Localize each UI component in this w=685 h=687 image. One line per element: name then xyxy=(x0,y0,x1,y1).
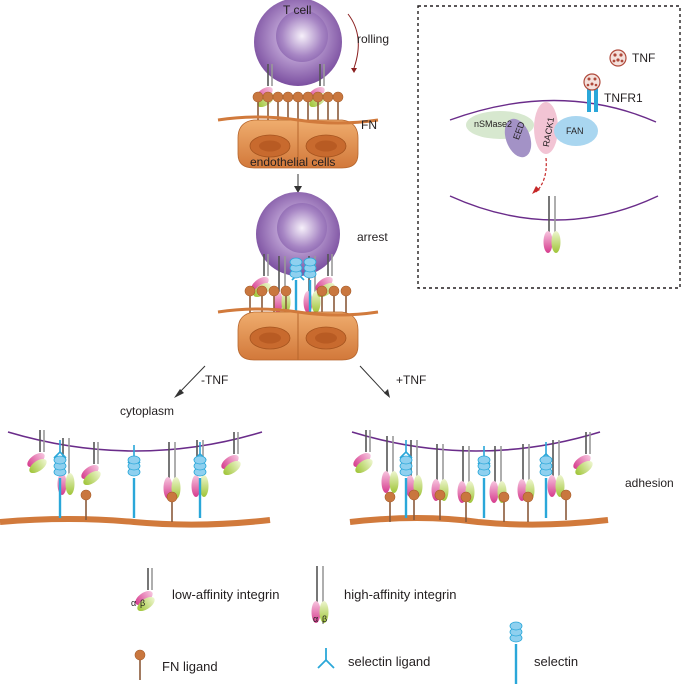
legend-low-alpha: α xyxy=(131,598,137,608)
legend-selectin-ligand-label: selectin ligand xyxy=(348,654,431,669)
arrest-label: arrest xyxy=(357,230,388,244)
arrow-plus-tnf xyxy=(359,365,387,395)
inset-signal-arrow xyxy=(535,157,547,193)
fn-label: FN xyxy=(361,118,377,132)
endothelial-cells-label: endothelial cells xyxy=(250,155,336,169)
adhesion-label: adhesion xyxy=(625,476,674,490)
arrow-minus-tnf xyxy=(177,365,206,395)
arrest-stage xyxy=(216,192,380,362)
tnf-signaling-inset xyxy=(417,5,681,289)
legend-high-beta: β xyxy=(322,614,328,624)
t-cell-nucleus xyxy=(276,10,328,62)
cytoplasm-label: cytoplasm xyxy=(120,404,175,418)
membrane-left xyxy=(7,431,263,452)
fan-shape xyxy=(554,116,598,146)
membrane-right xyxy=(351,431,601,452)
legend xyxy=(132,565,524,686)
plus-tnf-panel xyxy=(349,429,609,528)
endothelial-cells-middle xyxy=(216,307,380,362)
legend-low-beta: β xyxy=(140,598,146,608)
rolling-arrow xyxy=(347,13,359,69)
rolling-stage xyxy=(216,0,380,193)
substrate-left xyxy=(0,516,271,528)
substrate-right xyxy=(349,515,609,528)
legend-selectin-ligand-icon xyxy=(317,648,335,669)
tnf-legend-icon xyxy=(609,49,627,67)
legend-selectin-icon xyxy=(508,620,524,686)
inset-membrane-bottom xyxy=(449,195,659,221)
rack1-shape xyxy=(534,102,558,154)
eed-shape xyxy=(504,118,532,158)
legend-high-affinity-label: high-affinity integrin xyxy=(344,587,457,602)
legend-fn-ligand-label: FN ligand xyxy=(162,659,218,674)
nsmase2-label: nSMase2 xyxy=(474,119,513,129)
minus-tnf-label: -TNF xyxy=(201,373,229,387)
legend-selectin-label: selectin xyxy=(534,654,579,669)
legend-low-affinity-label: low-affinity integrin xyxy=(172,587,280,602)
fan-label: FAN xyxy=(566,126,584,136)
tnf-label: TNF xyxy=(632,51,656,65)
inset-membrane-top xyxy=(449,99,657,123)
rolling-label: rolling xyxy=(357,32,390,46)
legend-high-alpha: α xyxy=(313,614,319,624)
legend-fn-ligand-icon xyxy=(134,649,146,681)
minus-tnf-panel xyxy=(0,429,271,528)
plus-tnf-label: +TNF xyxy=(396,373,427,387)
tnfr1-receptor xyxy=(587,88,591,112)
tnfr1-label: TNFR1 xyxy=(604,91,643,105)
t-cell-label: T cell xyxy=(283,3,312,17)
